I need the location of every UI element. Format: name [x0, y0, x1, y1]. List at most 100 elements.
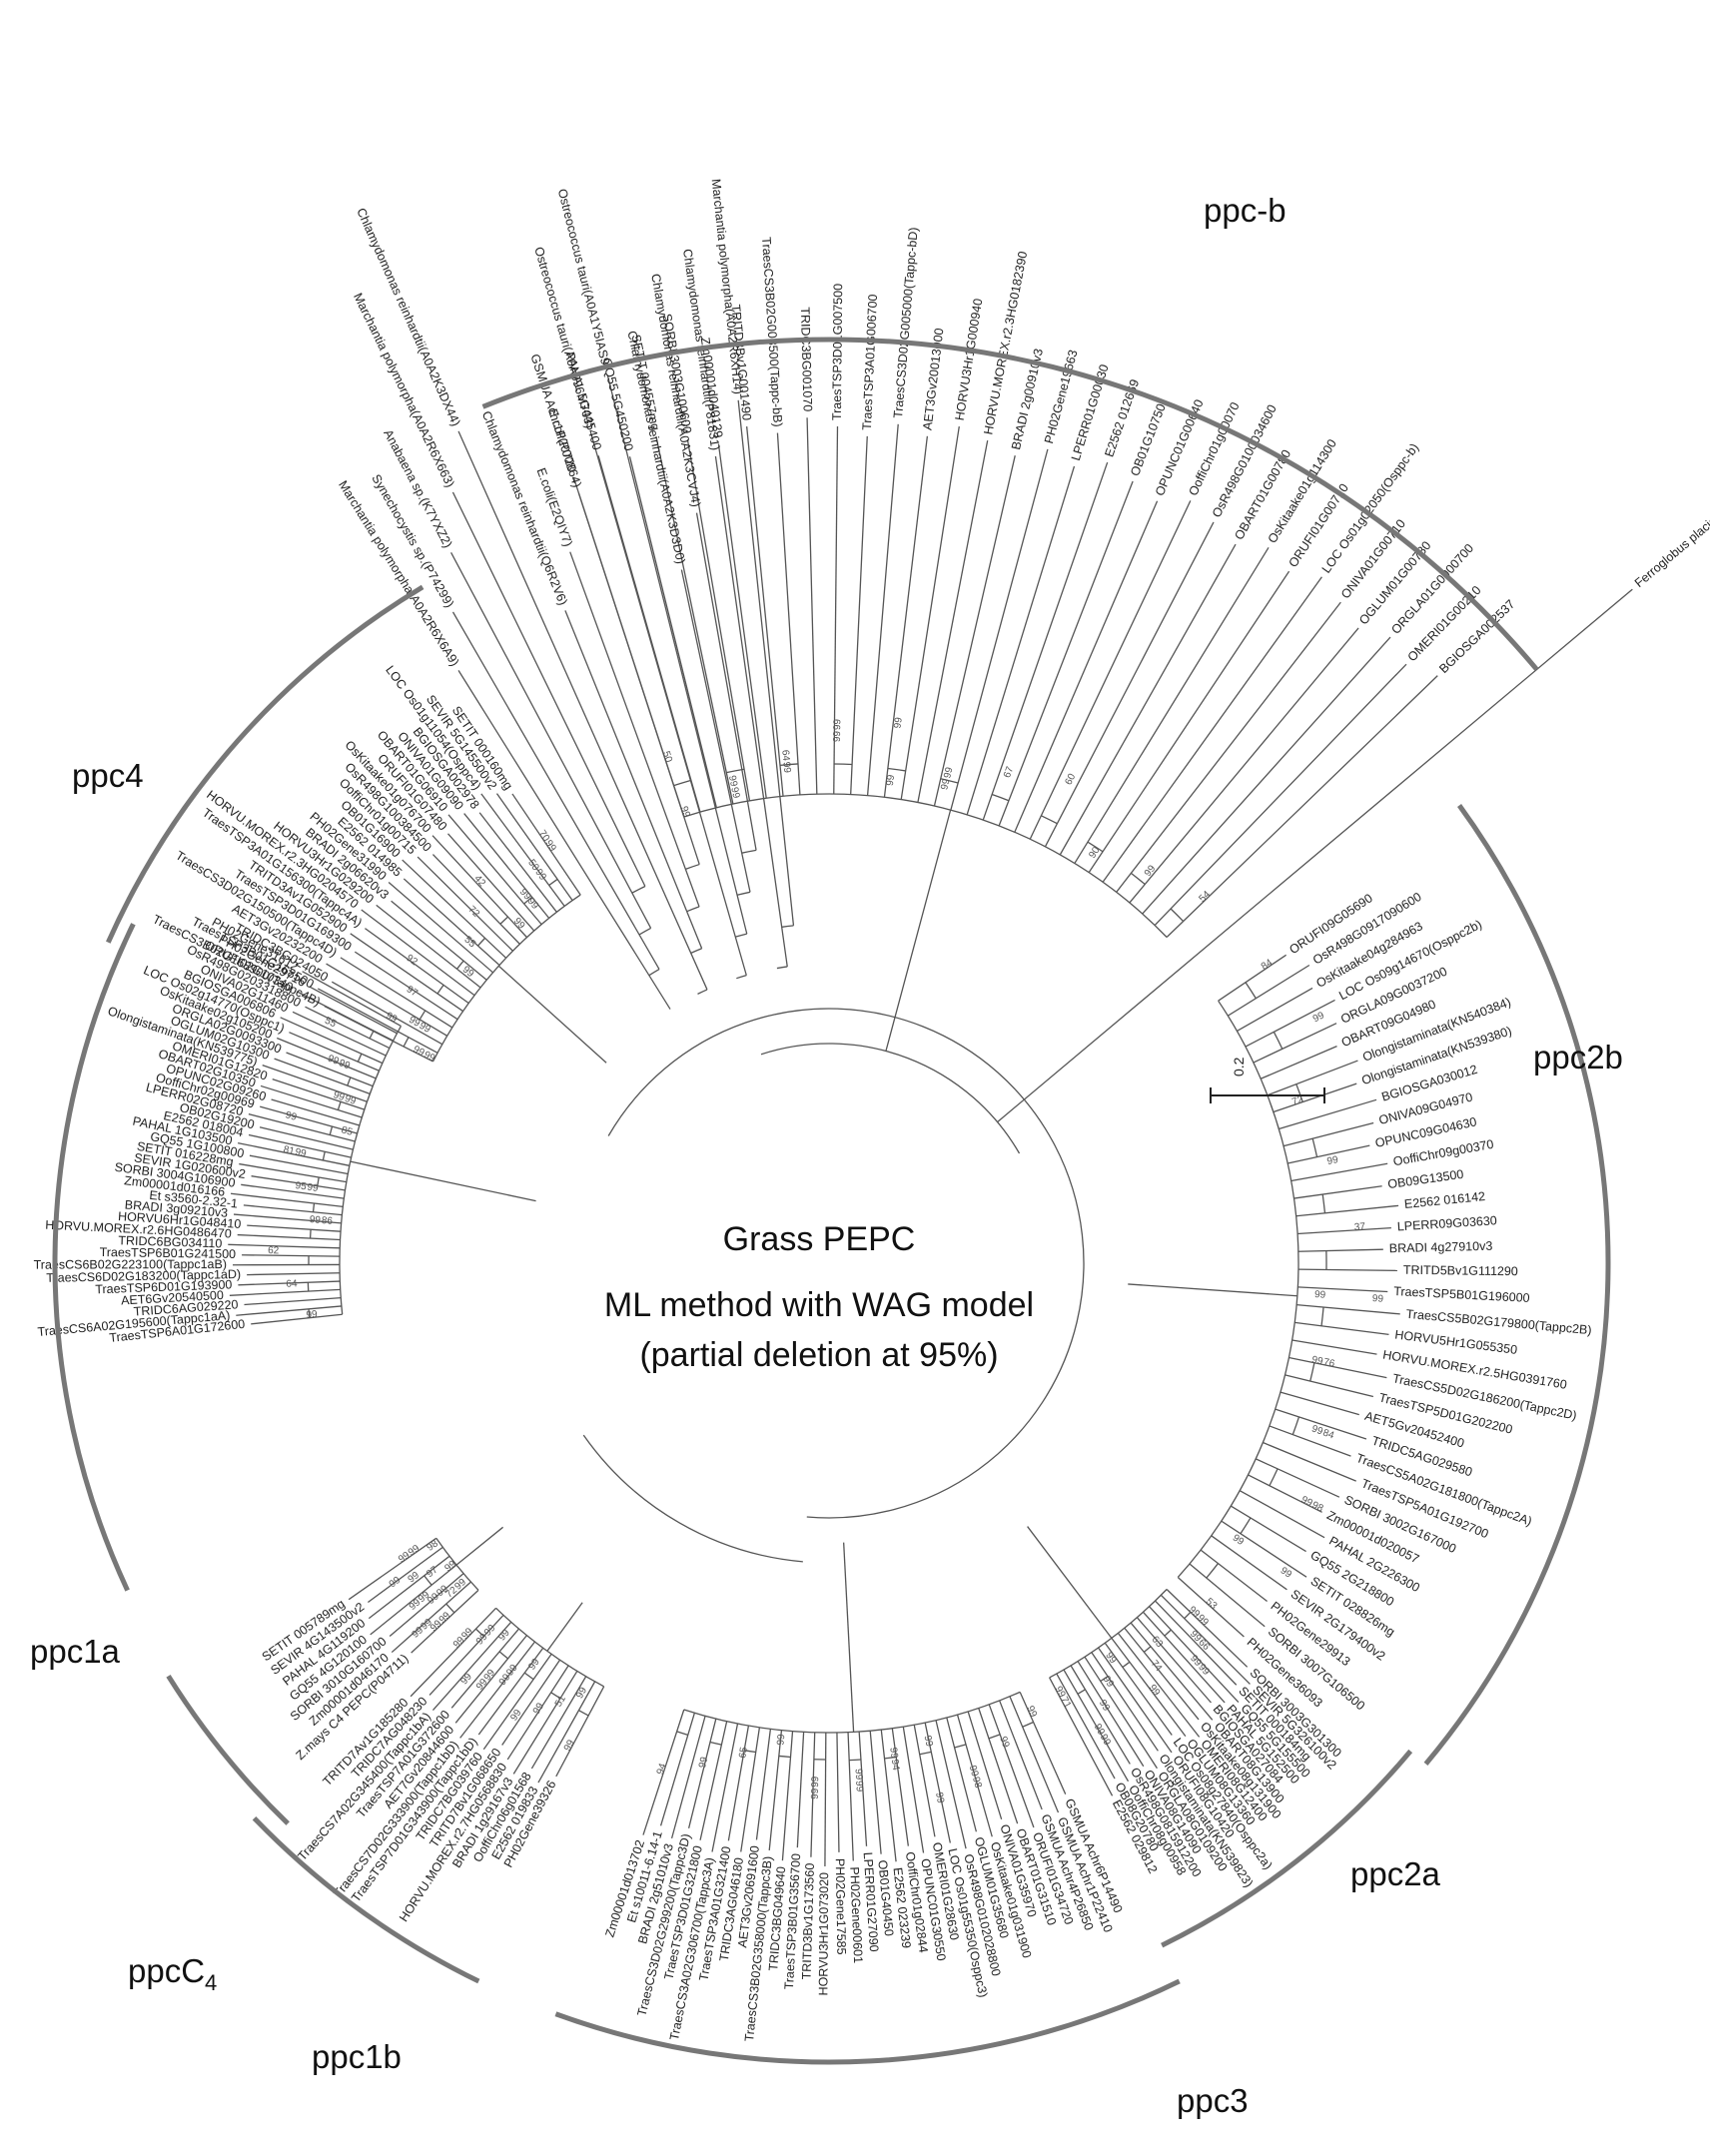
leaf-branch-ppc1a-34: [297, 991, 394, 1042]
node-arc-ppc2b: [1177, 1000, 1299, 1578]
leaf-branch-ppc3-20: [796, 1732, 805, 1848]
leaf-branch-ppc1a-21: [248, 1112, 356, 1142]
leaf-branch-ppc2a-10: [1104, 1642, 1173, 1736]
node-arc-ppc1b: [495, 1607, 604, 1688]
leaf-branch-ppc2b-29: [1239, 1490, 1325, 1539]
bootstrap-value-21: 94: [889, 1759, 901, 1772]
leaf-branch-ppc2b-26: [1263, 1441, 1356, 1482]
sub-arc-ppc1a-19: [322, 1151, 326, 1161]
leaf-branch-ppc4-11: [388, 882, 493, 974]
sub-arc-ppcC4-4: [424, 1575, 432, 1586]
outgroup-branch-10: [680, 569, 751, 893]
sub-arc-ppc3-22: [778, 1755, 791, 1759]
sub-arc-ppc1a-28: [347, 1077, 352, 1086]
outgroup-arc-10: [736, 891, 751, 896]
bootstrap-value-26: 85: [340, 1124, 354, 1138]
leaf-branch-ppc1a-0: [251, 1313, 343, 1325]
bootstrap-value-70: 99: [1103, 1651, 1119, 1667]
outgroup-arc-9: [735, 933, 747, 938]
leaf-branch-ppc2b-13: [1295, 1204, 1399, 1217]
leaf-branch-ppc1a-17: [249, 1154, 349, 1175]
bootstrap-value-94: 99: [1092, 1722, 1107, 1737]
outgroup-arc-6: [686, 906, 700, 913]
leaf-branch-ppcb-28: [1129, 627, 1359, 904]
bootstrap-value-102: 99: [1053, 1685, 1068, 1700]
node-arc-ppc2a: [1049, 1589, 1168, 1679]
scale-bar-label: 0.2: [1231, 1057, 1247, 1077]
leaf-ppc1a-3: AET6Gv20540500: [121, 1288, 225, 1308]
bootstrap-value-103: 99: [1310, 1354, 1324, 1367]
bootstrap-value-32: 99: [885, 774, 897, 787]
leaf-branch-ppc3-28: [687, 1719, 717, 1828]
leaf-ppc3-18: HORVU3Hr1G073020: [816, 1872, 831, 1996]
bootstrap-value-2: 99: [309, 1214, 321, 1226]
leaf-ppc3-14: OB01G40450: [875, 1859, 896, 1936]
bootstrap-value-109: 99: [887, 1747, 899, 1760]
leaf-branch-ppc2b-32: [1211, 1535, 1287, 1591]
leaf-ppcb-9: TraesTSP3D01G007500: [830, 284, 845, 420]
clade-label-ppcC4: ppcC4: [128, 1952, 217, 1995]
leaf-outgroup-2: Anabaena sp.(K7YXZ2): [381, 427, 454, 550]
bootstrap-value-129: 99: [418, 1021, 433, 1036]
bootstrap-value-55: 84: [1260, 957, 1276, 973]
bootstrap-value-33: 99: [412, 1044, 427, 1059]
leaf-branch-ppc1a-1: [236, 1305, 342, 1316]
leaf-branch-ppc1a-28: [286, 1052, 374, 1087]
leaf-ppcb-13: HORVU3Hr1G000940: [953, 298, 986, 421]
leaf-branch-ppc1a-33: [305, 1006, 391, 1050]
leaf-branch-ppc4-22: [495, 793, 573, 902]
bootstrap-value-78: 99: [1101, 1674, 1117, 1690]
outgroup-branch-2: [450, 552, 652, 929]
leaf-branch-ppc2b-31: [1221, 1520, 1307, 1578]
sub-arc-ppc2b-4: [1273, 1032, 1283, 1050]
leaf-branch-ppc4-19: [463, 813, 550, 919]
leaf-branch-ppc2b-1: [1227, 964, 1310, 1017]
node-arc-ppc4: [431, 894, 581, 1063]
leaf-branch-ppc2b-12: [1293, 1185, 1382, 1199]
sub-arc-ppc4-22: [548, 878, 558, 887]
leaf-branch-ppc3-26: [711, 1723, 739, 1852]
sub-arc-ppc1b-10: [498, 1651, 508, 1660]
leaf-ppcb-7: TraesCS3B02G008500(Tappc-bB): [759, 237, 785, 427]
leaf-branch-ppcC4-0: [411, 1589, 479, 1654]
outgroup-arc-5: [690, 948, 702, 954]
leaf-branch-ppc3-1: [1009, 1696, 1060, 1813]
leaf-branch-ppc2a-15: [1070, 1665, 1131, 1765]
clade-arc-ppc1a: [52, 923, 136, 1592]
hub-branch-ppc2b: [1128, 1283, 1297, 1297]
bootstrap-value-40: 99: [942, 766, 955, 780]
outgroup-branch-9: [606, 374, 748, 935]
bootstrap-value-93: 99: [967, 1765, 981, 1779]
bootstrap-value-121: 99: [422, 1050, 436, 1065]
leaf-branch-ppc3-6: [956, 1714, 993, 1837]
leaf-branch-ppc2b-2: [1237, 987, 1313, 1033]
bootstrap-value-72: 99: [1143, 863, 1159, 879]
outgroup-branch-4: [457, 430, 708, 991]
bootstrap-value-85: 99: [997, 1735, 1011, 1750]
leaf-branch-ppcb-23: [1059, 543, 1237, 856]
leaf-branch-ppc3-9: [924, 1722, 951, 1843]
clade-label-ppcC4-sub: 4: [205, 1970, 217, 1995]
bootstrap-value-60: 51: [553, 1694, 568, 1710]
bootstrap-value-64: 90: [1087, 845, 1103, 861]
bootstrap-value-44: 99: [562, 1738, 577, 1753]
outgroup-arc-8: [736, 974, 747, 980]
leaf-branch-ppc3-8: [935, 1720, 967, 1849]
sub-arc-ppc2b-7: [1295, 1083, 1303, 1102]
sub-arc-ppc3-31: [676, 1731, 688, 1736]
leaf-ppcb-16: PH02Gene19663: [1042, 349, 1081, 445]
leaf-ppc1a-7: TraesTSP6B01G241500: [100, 1245, 237, 1261]
leaf-branch-ppcC4-4: [368, 1555, 450, 1620]
sub-arc-ppc2b-25: [1291, 1416, 1300, 1435]
sub-arc-ppc1a-22: [329, 1125, 334, 1135]
leaf-ppcb-8: TRIDC3BG001070: [798, 307, 815, 411]
leaf-branch-ppc2b-35: [1177, 1577, 1245, 1638]
bootstrap-value-59: 97: [425, 1564, 440, 1580]
leaf-branch-ppc2a-8: [1117, 1632, 1201, 1738]
leaf-branch-ppc2a-14: [1077, 1661, 1145, 1768]
outgroup-branch-6: [569, 551, 700, 908]
leaf-branch-ppc1a-27: [274, 1058, 371, 1095]
sub-arc-ppc2b-34: [1206, 1563, 1220, 1579]
bootstrap-value-101: 99: [933, 1792, 946, 1805]
bootstrap-value-88: 50: [660, 750, 674, 764]
